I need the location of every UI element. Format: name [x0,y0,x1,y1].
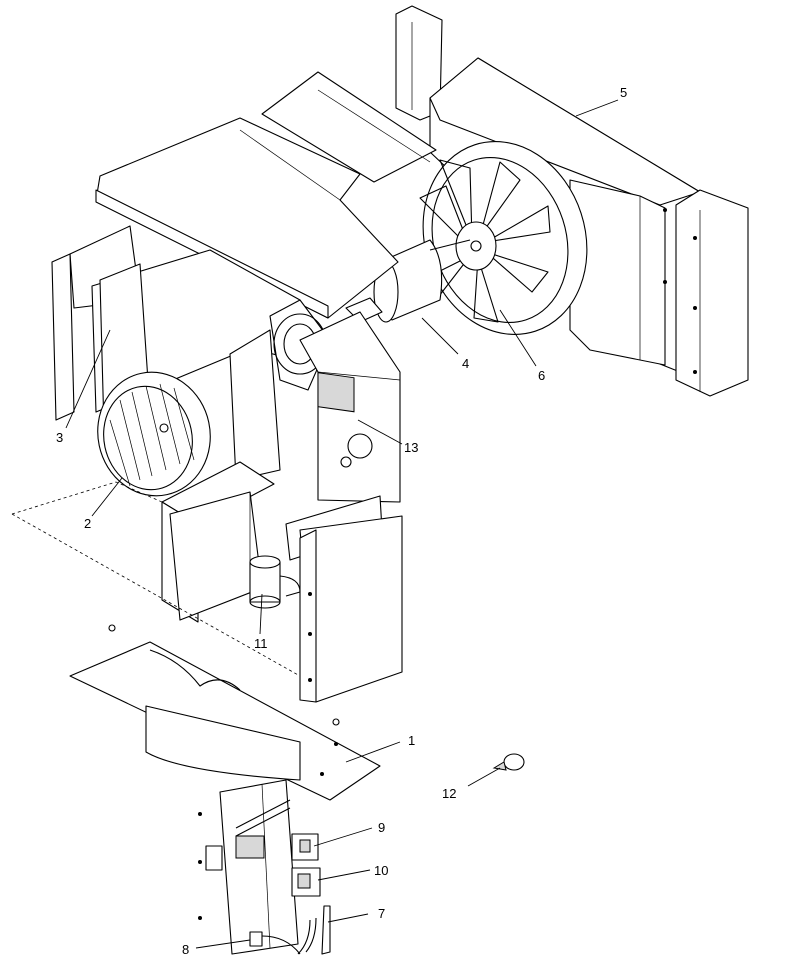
callout-9: 9 [378,820,385,835]
callout-1: 1 [408,733,415,748]
callout-11: 11 [254,636,268,651]
callout-4: 4 [462,356,469,371]
callout-13: 13 [404,440,418,455]
relay-switch-9 [291,833,319,861]
leader-lines [65,99,619,949]
side-panel [285,495,403,703]
callout-10: 10 [374,863,388,878]
wire-harness-7 [297,905,331,955]
assembly-guideline [11,481,163,515]
relay-switch-10 [291,867,321,897]
condenser-fan-blade [419,141,588,335]
callout-12: 12 [442,786,456,801]
assembly-guideline-lower [11,513,301,677]
callout-8: 8 [182,942,189,957]
callout-2: 2 [84,516,91,531]
callout-5: 5 [620,85,627,100]
sensor-8 [249,931,301,955]
control-box [198,779,331,955]
base-pan [69,624,381,801]
capacitor [249,555,301,609]
callout-labels: 1 2 3 4 5 6 7 8 9 10 11 12 13 [56,85,627,957]
callout-6: 6 [538,368,545,383]
callout-3: 3 [56,430,63,445]
blower-wheel [97,371,211,497]
callout-7: 7 [378,906,385,921]
control-bracket [161,461,275,623]
control-knob [492,753,525,771]
